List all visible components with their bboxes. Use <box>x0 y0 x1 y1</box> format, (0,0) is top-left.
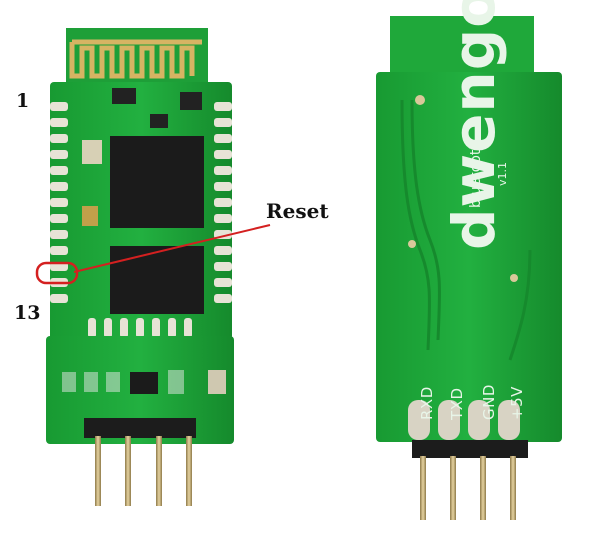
trace-3 <box>508 249 532 361</box>
capacitor <box>82 206 98 226</box>
left-pads <box>50 102 68 303</box>
front-pin-4 <box>186 436 192 506</box>
front-pin-3 <box>156 436 162 506</box>
resistor-1 <box>62 372 76 392</box>
brand-subtext: bluetooth <box>468 140 484 208</box>
back-pin-1 <box>420 456 426 520</box>
led <box>208 370 226 394</box>
reset-highlight <box>35 261 79 285</box>
trace-2 <box>410 99 442 341</box>
version-text: v1.1 <box>496 161 509 186</box>
crystal <box>82 140 102 164</box>
pin-label-txd: TXD <box>448 387 466 421</box>
back-pin-4 <box>510 456 516 520</box>
back-header-block <box>412 440 528 458</box>
brand-text: dwengo <box>440 0 508 250</box>
front-pin-2 <box>125 436 131 506</box>
via-mid <box>408 240 416 248</box>
resistor-3 <box>106 372 120 392</box>
resistor-4 <box>168 370 184 394</box>
bottom-pads <box>88 318 192 338</box>
small-ic-3 <box>180 92 202 110</box>
back-module-pcb <box>376 72 562 442</box>
resistor-2 <box>84 372 98 392</box>
regulator <box>130 372 158 394</box>
right-pads <box>214 102 232 303</box>
front-chip-bottom <box>110 246 204 314</box>
reset-label: Reset <box>266 199 329 223</box>
reset-pointer-line <box>73 224 271 273</box>
back-pin-3 <box>480 456 486 520</box>
front-header-block <box>84 418 196 438</box>
front-pin-1 <box>95 436 101 506</box>
back-header-pads <box>408 400 520 440</box>
pin-1-label: 1 <box>16 90 30 112</box>
pin-label-5v: +5V <box>508 386 526 420</box>
pin-label-gnd: GND <box>480 384 498 420</box>
front-board <box>35 28 271 506</box>
pin-label-rxd: RXD <box>418 386 436 420</box>
small-ic <box>112 88 136 104</box>
pin-13-label: 13 <box>14 302 41 324</box>
trace-1 <box>400 99 432 351</box>
antenna-trace <box>69 39 202 79</box>
back-pin-2 <box>450 456 456 520</box>
via-right <box>510 274 518 282</box>
front-chip-top <box>110 136 204 228</box>
back-board <box>376 16 562 520</box>
small-ic-2 <box>150 114 168 128</box>
via-top <box>415 95 425 105</box>
